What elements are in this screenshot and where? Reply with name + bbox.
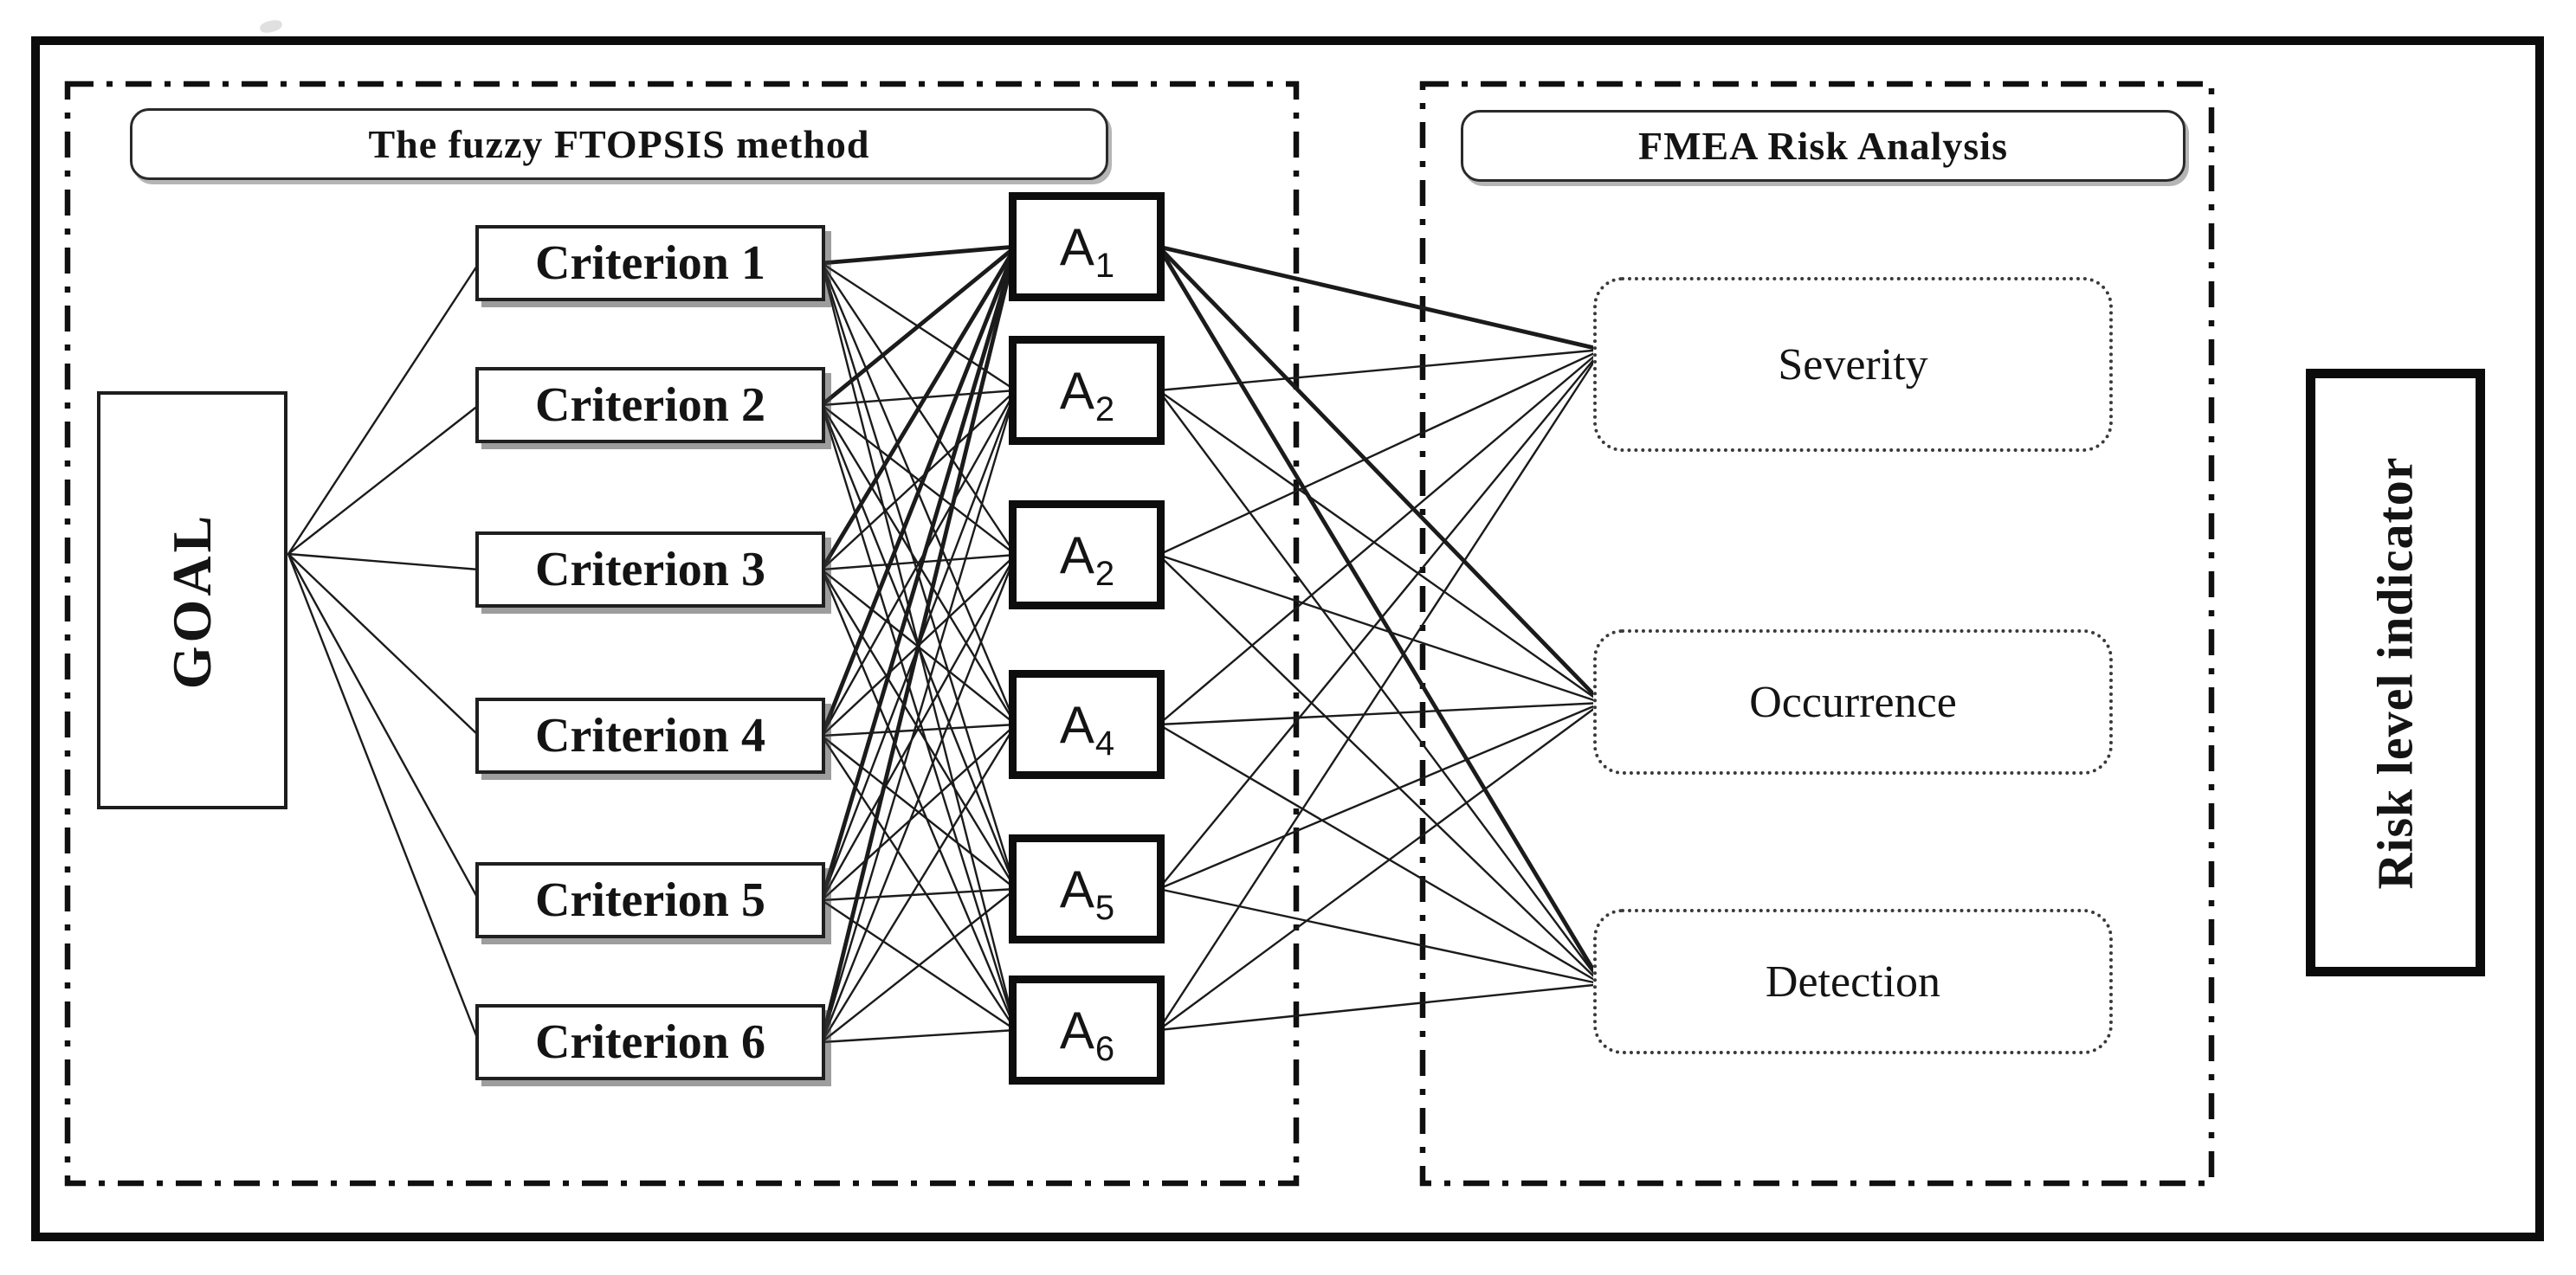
outer-border [31, 36, 2544, 1241]
criterion-1-label: Criterion 1 [535, 236, 765, 290]
alternative-a5-box: A5 [1009, 834, 1165, 943]
risk-level-indicator-label: Risk level indicator [2367, 455, 2424, 890]
ftopsis-title-box: The fuzzy FTOPSIS method [130, 108, 1108, 180]
detection-box: Detection [1593, 909, 2113, 1054]
criterion-4-label: Criterion 4 [535, 709, 765, 763]
occurrence-label: Occurrence [1749, 677, 1957, 727]
severity-label: Severity [1778, 339, 1928, 390]
alternative-a4-box: A4 [1009, 670, 1165, 779]
criterion-4-box: Criterion 4 [475, 698, 825, 774]
criterion-1-box: Criterion 1 [475, 225, 825, 301]
ftopsis-title: The fuzzy FTOPSIS method [368, 122, 870, 166]
alternative-a6-label: A6 [1059, 1001, 1115, 1068]
alternative-a1-box: A1 [1009, 192, 1165, 301]
edges [287, 244, 1604, 1045]
alternative-a3-label: A2 [1059, 525, 1115, 593]
occurrence-box: Occurrence [1593, 629, 2113, 775]
risk-level-indicator-box: Risk level indicator [2306, 369, 2485, 976]
alternative-a6-box: A6 [1009, 976, 1165, 1085]
ftopsis-section-frame [64, 80, 1300, 1187]
alternative-a5-label: A5 [1059, 860, 1115, 927]
detection-label: Detection [1765, 956, 1941, 1007]
alternative-a4-label: A4 [1059, 695, 1115, 763]
fmea-title: FMEA Risk Analysis [1638, 124, 2008, 168]
criterion-2-box: Criterion 2 [475, 367, 825, 443]
alternative-a3-box: A2 [1009, 500, 1165, 609]
criterion-5-label: Criterion 5 [535, 873, 765, 927]
criterion-6-box: Criterion 6 [475, 1004, 825, 1080]
alternative-a2-box: A2 [1009, 336, 1165, 445]
fmea-title-box: FMEA Risk Analysis [1461, 110, 2185, 182]
criterion-3-label: Criterion 3 [535, 543, 765, 596]
criterion-6-label: Criterion 6 [535, 1015, 765, 1069]
criterion-5-box: Criterion 5 [475, 862, 825, 938]
goal-box: GOAL [97, 391, 287, 809]
alternative-a1-label: A1 [1059, 217, 1115, 285]
alternative-a2-label: A2 [1059, 361, 1115, 428]
severity-box: Severity [1593, 277, 2113, 452]
fmea-section-frame [1419, 80, 2215, 1187]
criterion-2-label: Criterion 2 [535, 378, 765, 432]
goal-label: GOAL [161, 512, 223, 689]
criterion-3-box: Criterion 3 [475, 531, 825, 608]
